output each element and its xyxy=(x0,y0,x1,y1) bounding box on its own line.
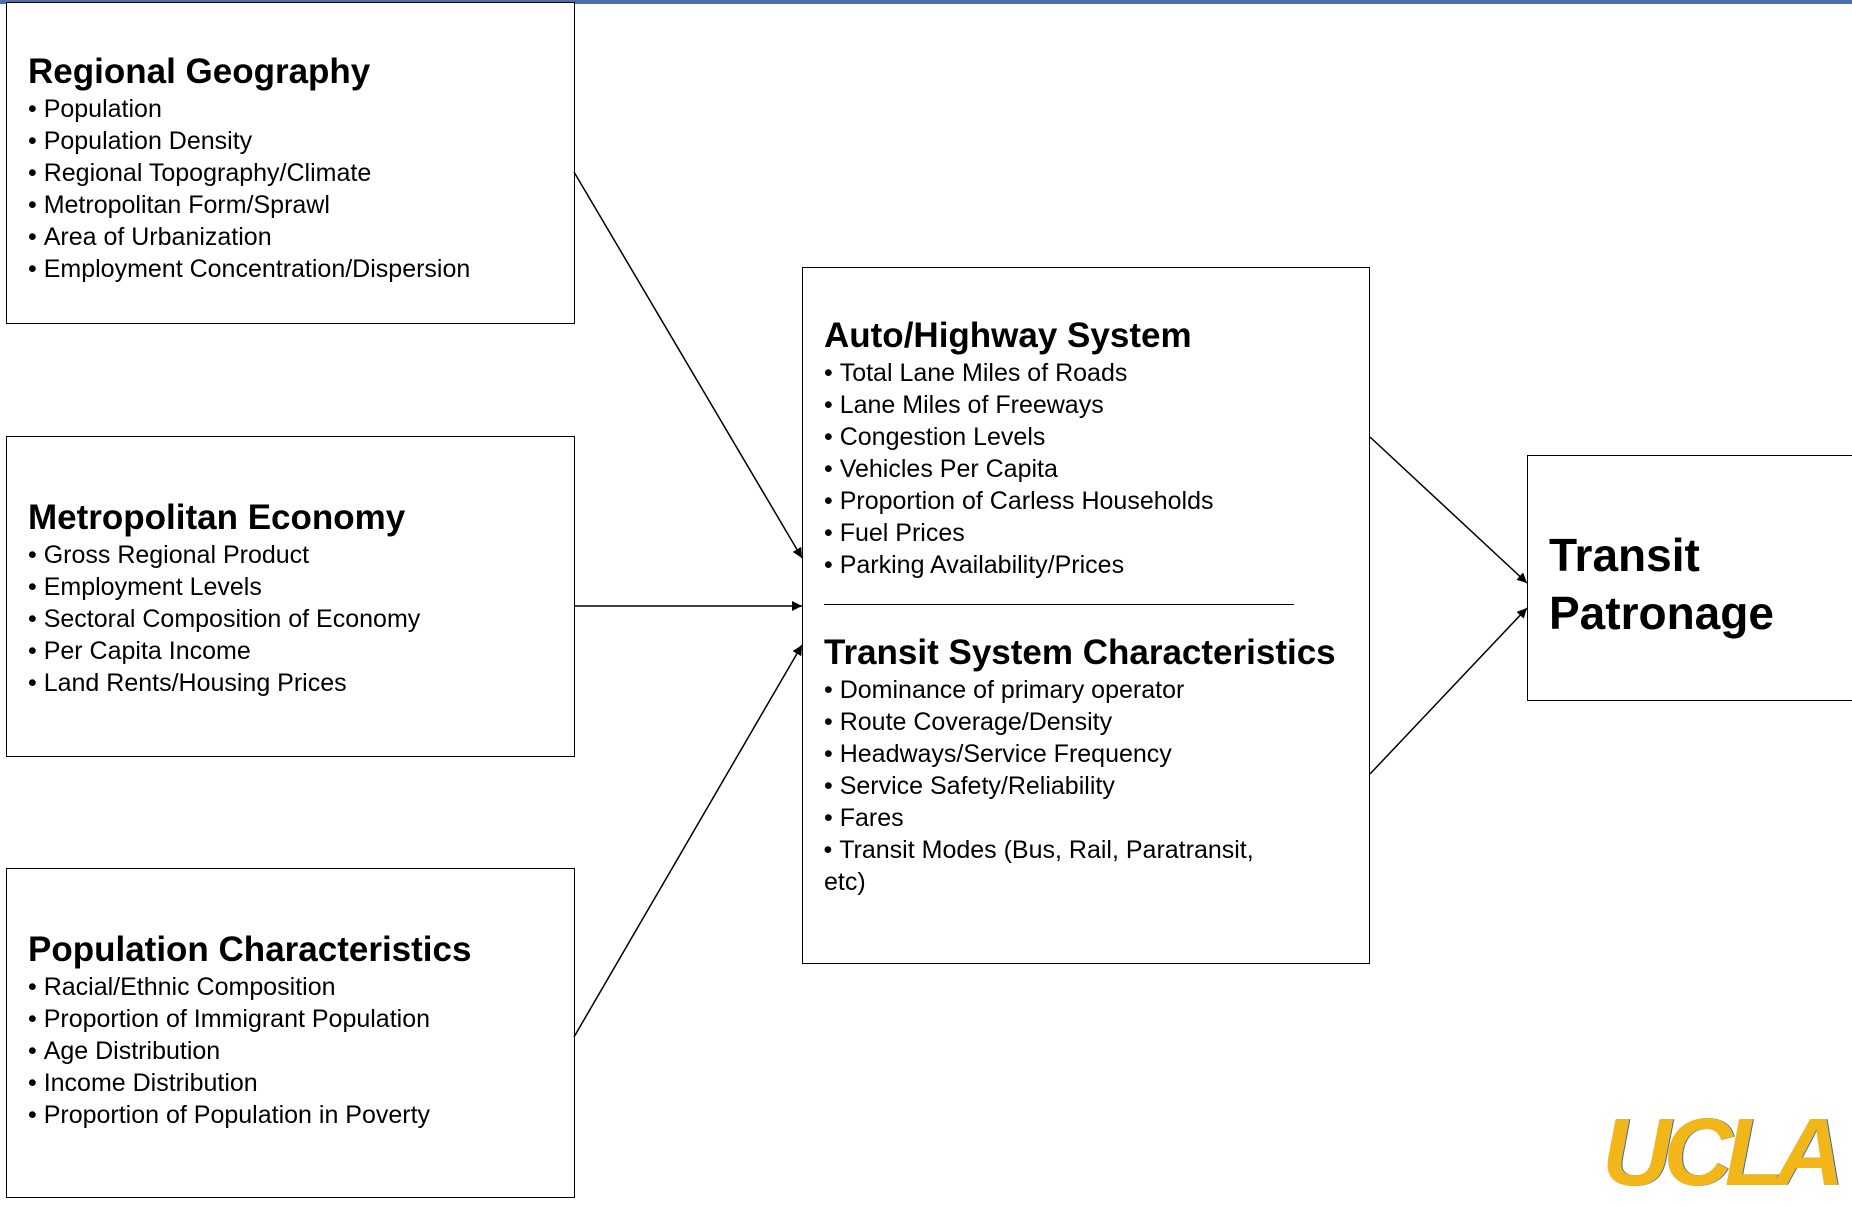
list-item: Per Capita Income xyxy=(28,635,574,667)
population-characteristics-title: Population Characteristics xyxy=(28,930,472,969)
metropolitan-economy-title: Metropolitan Economy xyxy=(28,498,406,537)
transit-system-list: Dominance of primary operator Route Cove… xyxy=(824,674,1369,898)
arrow-transit-to-patronage xyxy=(1369,607,1528,775)
section-divider xyxy=(824,604,1294,605)
list-item: Total Lane Miles of Roads xyxy=(824,357,1369,389)
ucla-logo: UCLA xyxy=(1602,1099,1845,1206)
list-item: Employment Levels xyxy=(28,571,574,603)
list-item: Metropolitan Form/Sprawl xyxy=(28,189,574,221)
list-item: Proportion of Immigrant Population xyxy=(28,1003,574,1035)
list-item: Proportion of Population in Poverty xyxy=(28,1099,574,1131)
population-characteristics-box: Population Characteristics Racial/Ethnic… xyxy=(6,868,575,1198)
list-item: Racial/Ethnic Composition xyxy=(28,971,574,1003)
list-item: Proportion of Carless Households xyxy=(824,485,1369,517)
list-item: Area of Urbanization xyxy=(28,221,574,253)
list-item: Service Safety/Reliability xyxy=(824,770,1369,802)
transport-systems-box: Auto/Highway System Total Lane Miles of … xyxy=(802,267,1370,964)
transit-patronage-title: Transit Patronage xyxy=(1549,529,1774,639)
arrow-population-to-systems xyxy=(573,644,803,1038)
auto-highway-list: Total Lane Miles of Roads Lane Miles of … xyxy=(824,357,1369,581)
list-item: Regional Topography/Climate xyxy=(28,157,574,189)
transit-system-title: Transit System Characteristics xyxy=(824,633,1336,672)
auto-highway-title: Auto/Highway System xyxy=(824,316,1192,355)
list-item: Fares xyxy=(824,802,1369,834)
list-item: Headways/Service Frequency xyxy=(824,738,1369,770)
list-item: Transit Modes (Bus, Rail, Paratransit, e… xyxy=(824,834,1294,898)
list-item: Land Rents/Housing Prices xyxy=(28,667,574,699)
list-item: Dominance of primary operator xyxy=(824,674,1369,706)
population-characteristics-list: Racial/Ethnic Composition Proportion of … xyxy=(28,971,574,1131)
list-item: Population Density xyxy=(28,125,574,157)
list-item: Lane Miles of Freeways xyxy=(824,389,1369,421)
list-item: Vehicles Per Capita xyxy=(824,453,1369,485)
transit-patronage-box: Transit Patronage xyxy=(1527,455,1852,701)
list-item: Employment Concentration/Dispersion xyxy=(28,253,574,285)
top-accent-bar xyxy=(0,0,1852,4)
list-item: Sectoral Composition of Economy xyxy=(28,603,574,635)
list-item: Population xyxy=(28,93,574,125)
list-item: Fuel Prices xyxy=(824,517,1369,549)
metropolitan-economy-box: Metropolitan Economy Gross Regional Prod… xyxy=(6,436,575,757)
list-item: Parking Availability/Prices xyxy=(824,549,1369,581)
regional-geography-title: Regional Geography xyxy=(28,52,371,91)
list-item: Congestion Levels xyxy=(824,421,1369,453)
metropolitan-economy-list: Gross Regional Product Employment Levels… xyxy=(28,539,574,699)
arrow-geography-to-systems xyxy=(573,171,803,559)
list-item: Gross Regional Product xyxy=(28,539,574,571)
list-item: Route Coverage/Density xyxy=(824,706,1369,738)
regional-geography-list: Population Population Density Regional T… xyxy=(28,93,574,285)
list-item: Income Distribution xyxy=(28,1067,574,1099)
regional-geography-box: Regional Geography Population Population… xyxy=(6,2,575,324)
arrow-auto-to-patronage xyxy=(1369,436,1528,584)
list-item: Age Distribution xyxy=(28,1035,574,1067)
